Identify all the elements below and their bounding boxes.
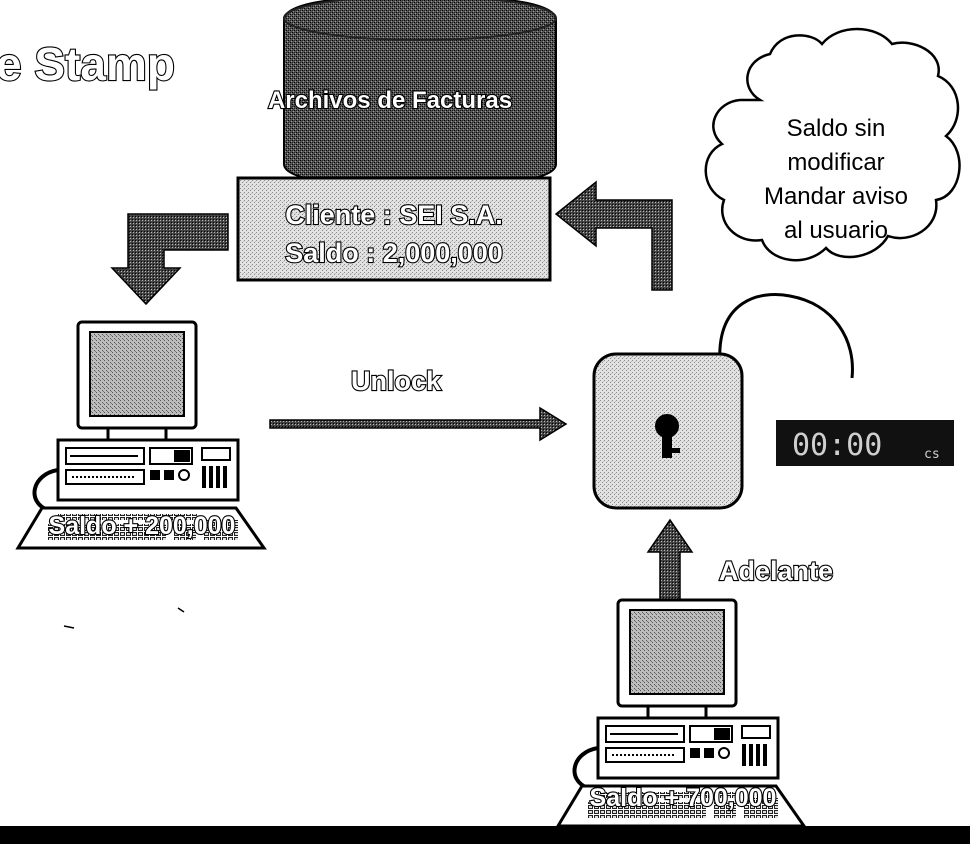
writeback-arrow bbox=[554, 180, 673, 291]
padlock-icon bbox=[592, 293, 854, 510]
invoice-record-box bbox=[236, 176, 552, 282]
scan-mark bbox=[177, 607, 185, 613]
unlock-arrow bbox=[269, 406, 568, 442]
bottom-computer-label: Saldo + 700,000 bbox=[590, 784, 777, 812]
scan-mark bbox=[63, 625, 75, 629]
slide-title: e Stamp bbox=[0, 38, 175, 90]
cloud-line-2: modificar bbox=[787, 149, 884, 176]
cloud-line-3: Mandar aviso bbox=[764, 183, 908, 210]
timer-digits: 00:00 bbox=[792, 428, 882, 463]
record-client-line: Cliente : SEI S.A. bbox=[285, 200, 503, 230]
cloud-line-4: al usuario bbox=[784, 217, 888, 244]
warning-cloud bbox=[704, 27, 961, 262]
left-computer-label: Saldo + 200,000 bbox=[49, 512, 236, 540]
timer-display bbox=[776, 420, 954, 466]
cloud-line-1: Saldo sin bbox=[787, 115, 886, 142]
unlock-label: Unlock bbox=[351, 366, 442, 396]
forward-label: Adelante bbox=[719, 556, 833, 586]
database-label: Archivos de Facturas bbox=[268, 87, 512, 114]
record-balance-line: Saldo : 2,000,000 bbox=[285, 238, 503, 268]
timer-unit: cs bbox=[924, 447, 940, 462]
fetch-arrow bbox=[110, 213, 229, 306]
forward-arrow bbox=[646, 518, 694, 605]
bottom-rule bbox=[0, 826, 970, 844]
